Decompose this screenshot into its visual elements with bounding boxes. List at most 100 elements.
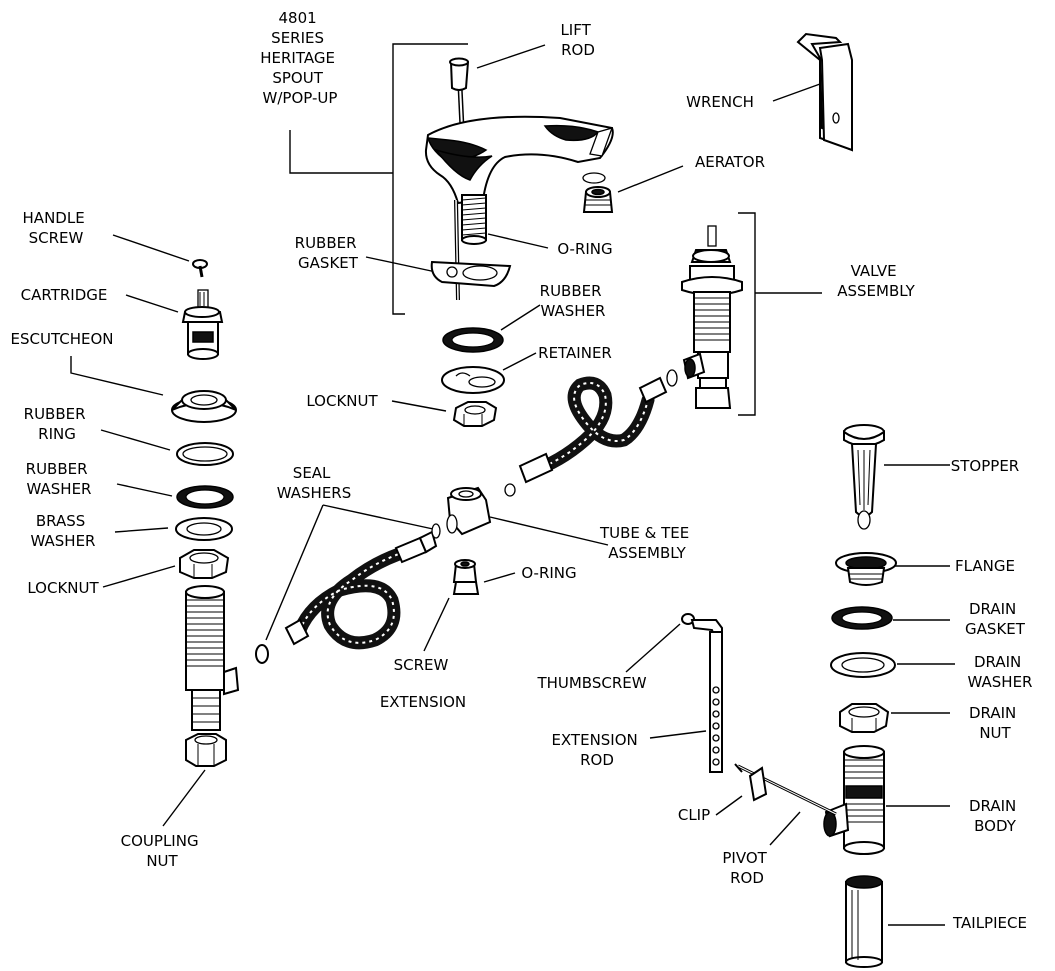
label-clip: CLIP bbox=[678, 806, 710, 824]
spout bbox=[424, 115, 614, 301]
pivot-rod-leader bbox=[769, 811, 801, 846]
seal-washer-1 bbox=[431, 523, 441, 539]
o-ring-spout-leader bbox=[487, 233, 549, 249]
label-rubber-ring: RUBBER RING bbox=[24, 405, 91, 443]
label-drain-gasket: DRAIN GASKET bbox=[965, 600, 1026, 638]
handle-screw bbox=[192, 259, 208, 278]
drain-body bbox=[823, 745, 885, 855]
label-handle-screw: HANDLE SCREW bbox=[23, 209, 90, 247]
label-pivot-rod: PIVOT ROD bbox=[722, 849, 771, 887]
wrench-leader bbox=[772, 83, 821, 102]
rubber-gasket-leader bbox=[365, 256, 437, 273]
rubber-washer-center bbox=[442, 327, 504, 353]
tailpiece bbox=[845, 875, 883, 968]
extension-rod-leader bbox=[649, 730, 707, 739]
valve-bracket bbox=[738, 212, 756, 416]
clip-leader bbox=[715, 795, 743, 816]
thumbscrew-and-extension-rod bbox=[681, 613, 723, 773]
label-screw: SCREW bbox=[394, 656, 449, 674]
label-escutcheon: ESCUTCHEON bbox=[11, 330, 114, 348]
drain-nut bbox=[839, 703, 890, 733]
popup-linkage bbox=[681, 613, 837, 816]
label-rubber-washer-center: RUBBER WASHER bbox=[540, 282, 607, 320]
label-aerator: AERATOR bbox=[695, 153, 765, 171]
locknut-center bbox=[452, 401, 498, 427]
rubber-gasket bbox=[430, 260, 512, 288]
leader-lines bbox=[70, 43, 955, 926]
rubber-washer-l-leader bbox=[116, 483, 173, 497]
label-o-ring-screw: O-RING bbox=[521, 564, 576, 582]
o-ring-screw-leader bbox=[483, 572, 516, 583]
brass-washer bbox=[175, 517, 233, 541]
brass-washer-leader bbox=[114, 527, 169, 533]
drain-stack bbox=[823, 424, 897, 968]
label-wrench: WRENCH bbox=[686, 93, 754, 111]
label-drain-washer: DRAIN WASHER bbox=[968, 653, 1033, 691]
wrench bbox=[796, 32, 853, 152]
tube-tee-leader bbox=[489, 516, 609, 546]
label-series-title: 4801 SERIES HERITAGE SPOUT W/POP-UP bbox=[260, 9, 339, 107]
label-brass-washer: BRASS WASHER bbox=[31, 512, 96, 550]
label-lift-rod: LIFT ROD bbox=[560, 21, 595, 59]
rubber-ring bbox=[176, 442, 234, 466]
coupling-nut-leader bbox=[162, 769, 206, 827]
aerator-leader bbox=[617, 165, 684, 193]
label-drain-nut: DRAIN NUT bbox=[969, 704, 1021, 742]
label-thumbscrew: THUMBSCREW bbox=[536, 674, 646, 692]
tube-and-tee-assembly bbox=[255, 376, 668, 664]
label-flange: FLANGE bbox=[955, 557, 1015, 575]
label-valve-assembly: VALVE ASSEMBLY bbox=[837, 262, 915, 300]
drain-washer bbox=[830, 652, 896, 678]
label-drain-body: DRAIN BODY bbox=[969, 797, 1021, 835]
label-rubber-gasket: RUBBER GASKET bbox=[295, 234, 362, 272]
rubber-washer-left bbox=[176, 485, 234, 509]
labels: 4801 SERIES HERITAGE SPOUT W/POP-UP LIFT… bbox=[11, 9, 1033, 932]
rubber-ring-leader bbox=[100, 429, 171, 451]
locknut-left bbox=[179, 549, 230, 579]
rubber-washer-c-leader bbox=[500, 304, 541, 331]
drain-gasket bbox=[831, 606, 893, 630]
label-stopper: STOPPER bbox=[951, 457, 1019, 475]
screw-extension bbox=[452, 559, 480, 595]
escutcheon bbox=[171, 390, 237, 423]
aerator bbox=[582, 172, 614, 213]
coupling-nut bbox=[185, 733, 227, 767]
label-o-ring-spout: O-RING bbox=[557, 240, 612, 258]
retainer bbox=[441, 366, 505, 394]
spout-assembly bbox=[424, 57, 614, 427]
label-seal-washers: SEAL WASHERS bbox=[277, 464, 352, 502]
retainer-leader bbox=[502, 352, 537, 371]
escutcheon-leader bbox=[70, 356, 164, 396]
spout-bracket bbox=[392, 43, 468, 315]
label-extension: EXTENSION bbox=[380, 693, 466, 711]
series-leader bbox=[289, 130, 393, 174]
pivot-rod-and-clip bbox=[734, 763, 837, 816]
locknut-l-leader bbox=[102, 565, 176, 588]
label-retainer: RETAINER bbox=[538, 344, 612, 362]
seal-washers-leader-b bbox=[265, 504, 324, 641]
screw-leader bbox=[423, 597, 450, 652]
label-coupling-nut: COUPLING NUT bbox=[121, 832, 204, 870]
label-rubber-washer-left: RUBBER WASHER bbox=[26, 460, 93, 498]
label-locknut-center: LOCKNUT bbox=[306, 392, 378, 410]
label-tailpiece: TAILPIECE bbox=[952, 914, 1027, 932]
handle-screw-leader bbox=[112, 234, 190, 262]
left-hose bbox=[293, 541, 425, 650]
label-cartridge: CARTRIDGE bbox=[21, 286, 108, 304]
label-locknut-left: LOCKNUT bbox=[27, 579, 99, 597]
tee bbox=[446, 486, 492, 536]
cartridge bbox=[181, 289, 224, 360]
seal-washers-leader-a bbox=[322, 504, 434, 530]
seal-washer-2 bbox=[255, 644, 269, 664]
handle-valve-stack bbox=[171, 259, 240, 767]
stopper bbox=[843, 424, 885, 530]
flange bbox=[835, 552, 897, 586]
locknut-c-leader bbox=[391, 400, 447, 412]
cartridge-leader bbox=[125, 294, 179, 313]
lift-rod-leader bbox=[476, 44, 546, 69]
lift-rod bbox=[449, 57, 470, 129]
valve-body-left bbox=[185, 585, 240, 731]
label-tube-tee: TUBE & TEE ASSEMBLY bbox=[599, 524, 694, 562]
seal-washer-3 bbox=[504, 483, 516, 497]
